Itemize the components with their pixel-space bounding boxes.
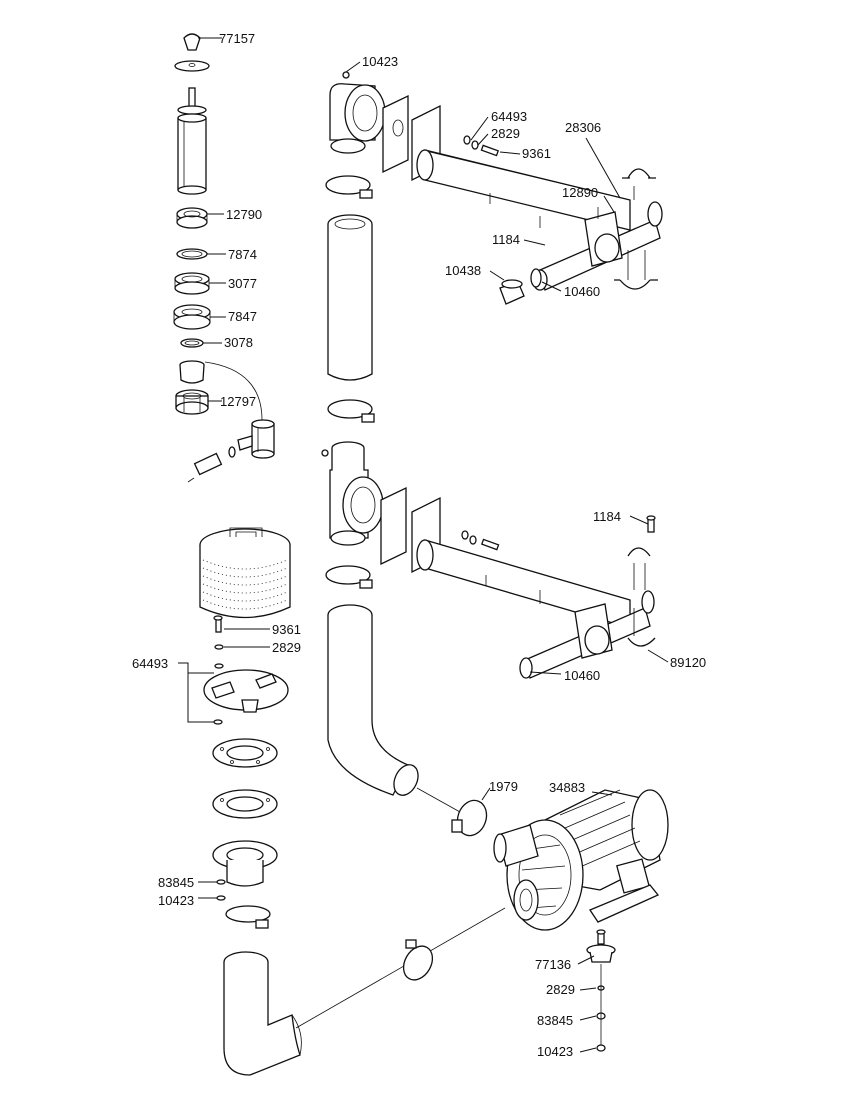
manifold-upper (345, 61, 663, 305)
part-top-fitting (329, 71, 386, 154)
part-flange-upper (212, 738, 278, 768)
label-34883: 34883 (549, 780, 585, 795)
part-mid-fitting (321, 441, 384, 546)
filter-mesh (202, 559, 288, 610)
part-cup (179, 360, 205, 384)
part-bracket-bottom (614, 250, 658, 290)
part-elbow-pipe-left (223, 951, 302, 1076)
part-motor-34883 (544, 789, 669, 923)
part-mount-77136 (577, 929, 616, 1053)
part-bracket-89120-top (627, 547, 651, 590)
label-10438: 10438 (445, 263, 481, 278)
part-hose-clamp-left (225, 905, 271, 929)
pump-motor-assembly (402, 787, 669, 1053)
label-28306: 28306 (565, 120, 601, 135)
part-filter-basket (199, 527, 291, 619)
label-7874: 7874 (228, 247, 257, 262)
part-hose-clamp-2 (327, 399, 375, 423)
label-77157: 77157 (219, 31, 255, 46)
label-9361-top: 9361 (522, 146, 551, 161)
label-10460-top: 10460 (564, 284, 600, 299)
label-2829-top: 2829 (491, 126, 520, 141)
part-washer-7874 (176, 248, 208, 260)
label-83845-bottom: 83845 (537, 1013, 573, 1028)
label-10423-left: 10423 (158, 893, 194, 908)
part-pump-head (493, 819, 584, 931)
label-1184-top: 1184 (492, 232, 520, 247)
part-labels: 77157 12790 7874 3077 7847 3078 12797 10… (132, 31, 706, 1059)
pipe-run-vertical (321, 71, 461, 813)
label-2829-bottom: 2829 (546, 982, 575, 997)
part-cover-plate (203, 669, 289, 725)
label-12890: 12890 (562, 185, 598, 200)
part-nut-7847 (173, 304, 211, 330)
part-ring-3077 (174, 272, 210, 295)
part-valve-stem (177, 87, 207, 195)
part-flange-middle (212, 789, 278, 819)
part-flange-lower (212, 840, 278, 887)
part-hose-clamp-pump (402, 939, 434, 981)
part-straight-pipe (327, 214, 373, 381)
manifold-middle (416, 515, 669, 679)
label-10423-bottom: 10423 (537, 1044, 573, 1059)
part-bracket-89120-bottom (627, 608, 656, 647)
label-64493-top: 64493 (491, 109, 527, 124)
part-knob (174, 33, 210, 72)
label-9361-filter: 9361 (272, 622, 301, 637)
label-12797: 12797 (220, 394, 256, 409)
part-union-12797 (175, 389, 209, 415)
label-1184-mid: 1184 (593, 509, 621, 524)
label-83845-left: 83845 (158, 875, 194, 890)
label-1979: 1979 (489, 779, 518, 794)
label-77136: 77136 (535, 957, 571, 972)
label-3077: 3077 (228, 276, 257, 291)
part-cap-10438 (499, 279, 525, 305)
label-64493-filter: 64493 (132, 656, 168, 671)
part-nut-12790 (176, 207, 208, 229)
part-oring-3078 (180, 338, 204, 348)
part-elbow-pipe-main (327, 604, 419, 796)
valve-stack-assembly (173, 33, 275, 483)
part-hose-clamp-1979 (451, 787, 491, 837)
label-2829-filter: 2829 (272, 640, 301, 655)
label-7847: 7847 (228, 309, 257, 324)
part-check-valve (187, 419, 275, 483)
label-12790: 12790 (226, 207, 262, 222)
part-hose-clamp-1 (325, 175, 373, 199)
part-bracket-top (622, 168, 656, 200)
filter-assembly (178, 527, 506, 1076)
label-10423-top: 10423 (362, 54, 398, 69)
label-89120: 89120 (670, 655, 706, 670)
label-3078: 3078 (224, 335, 253, 350)
part-hose-clamp-3 (325, 565, 373, 589)
label-10460-mid: 10460 (564, 668, 600, 683)
